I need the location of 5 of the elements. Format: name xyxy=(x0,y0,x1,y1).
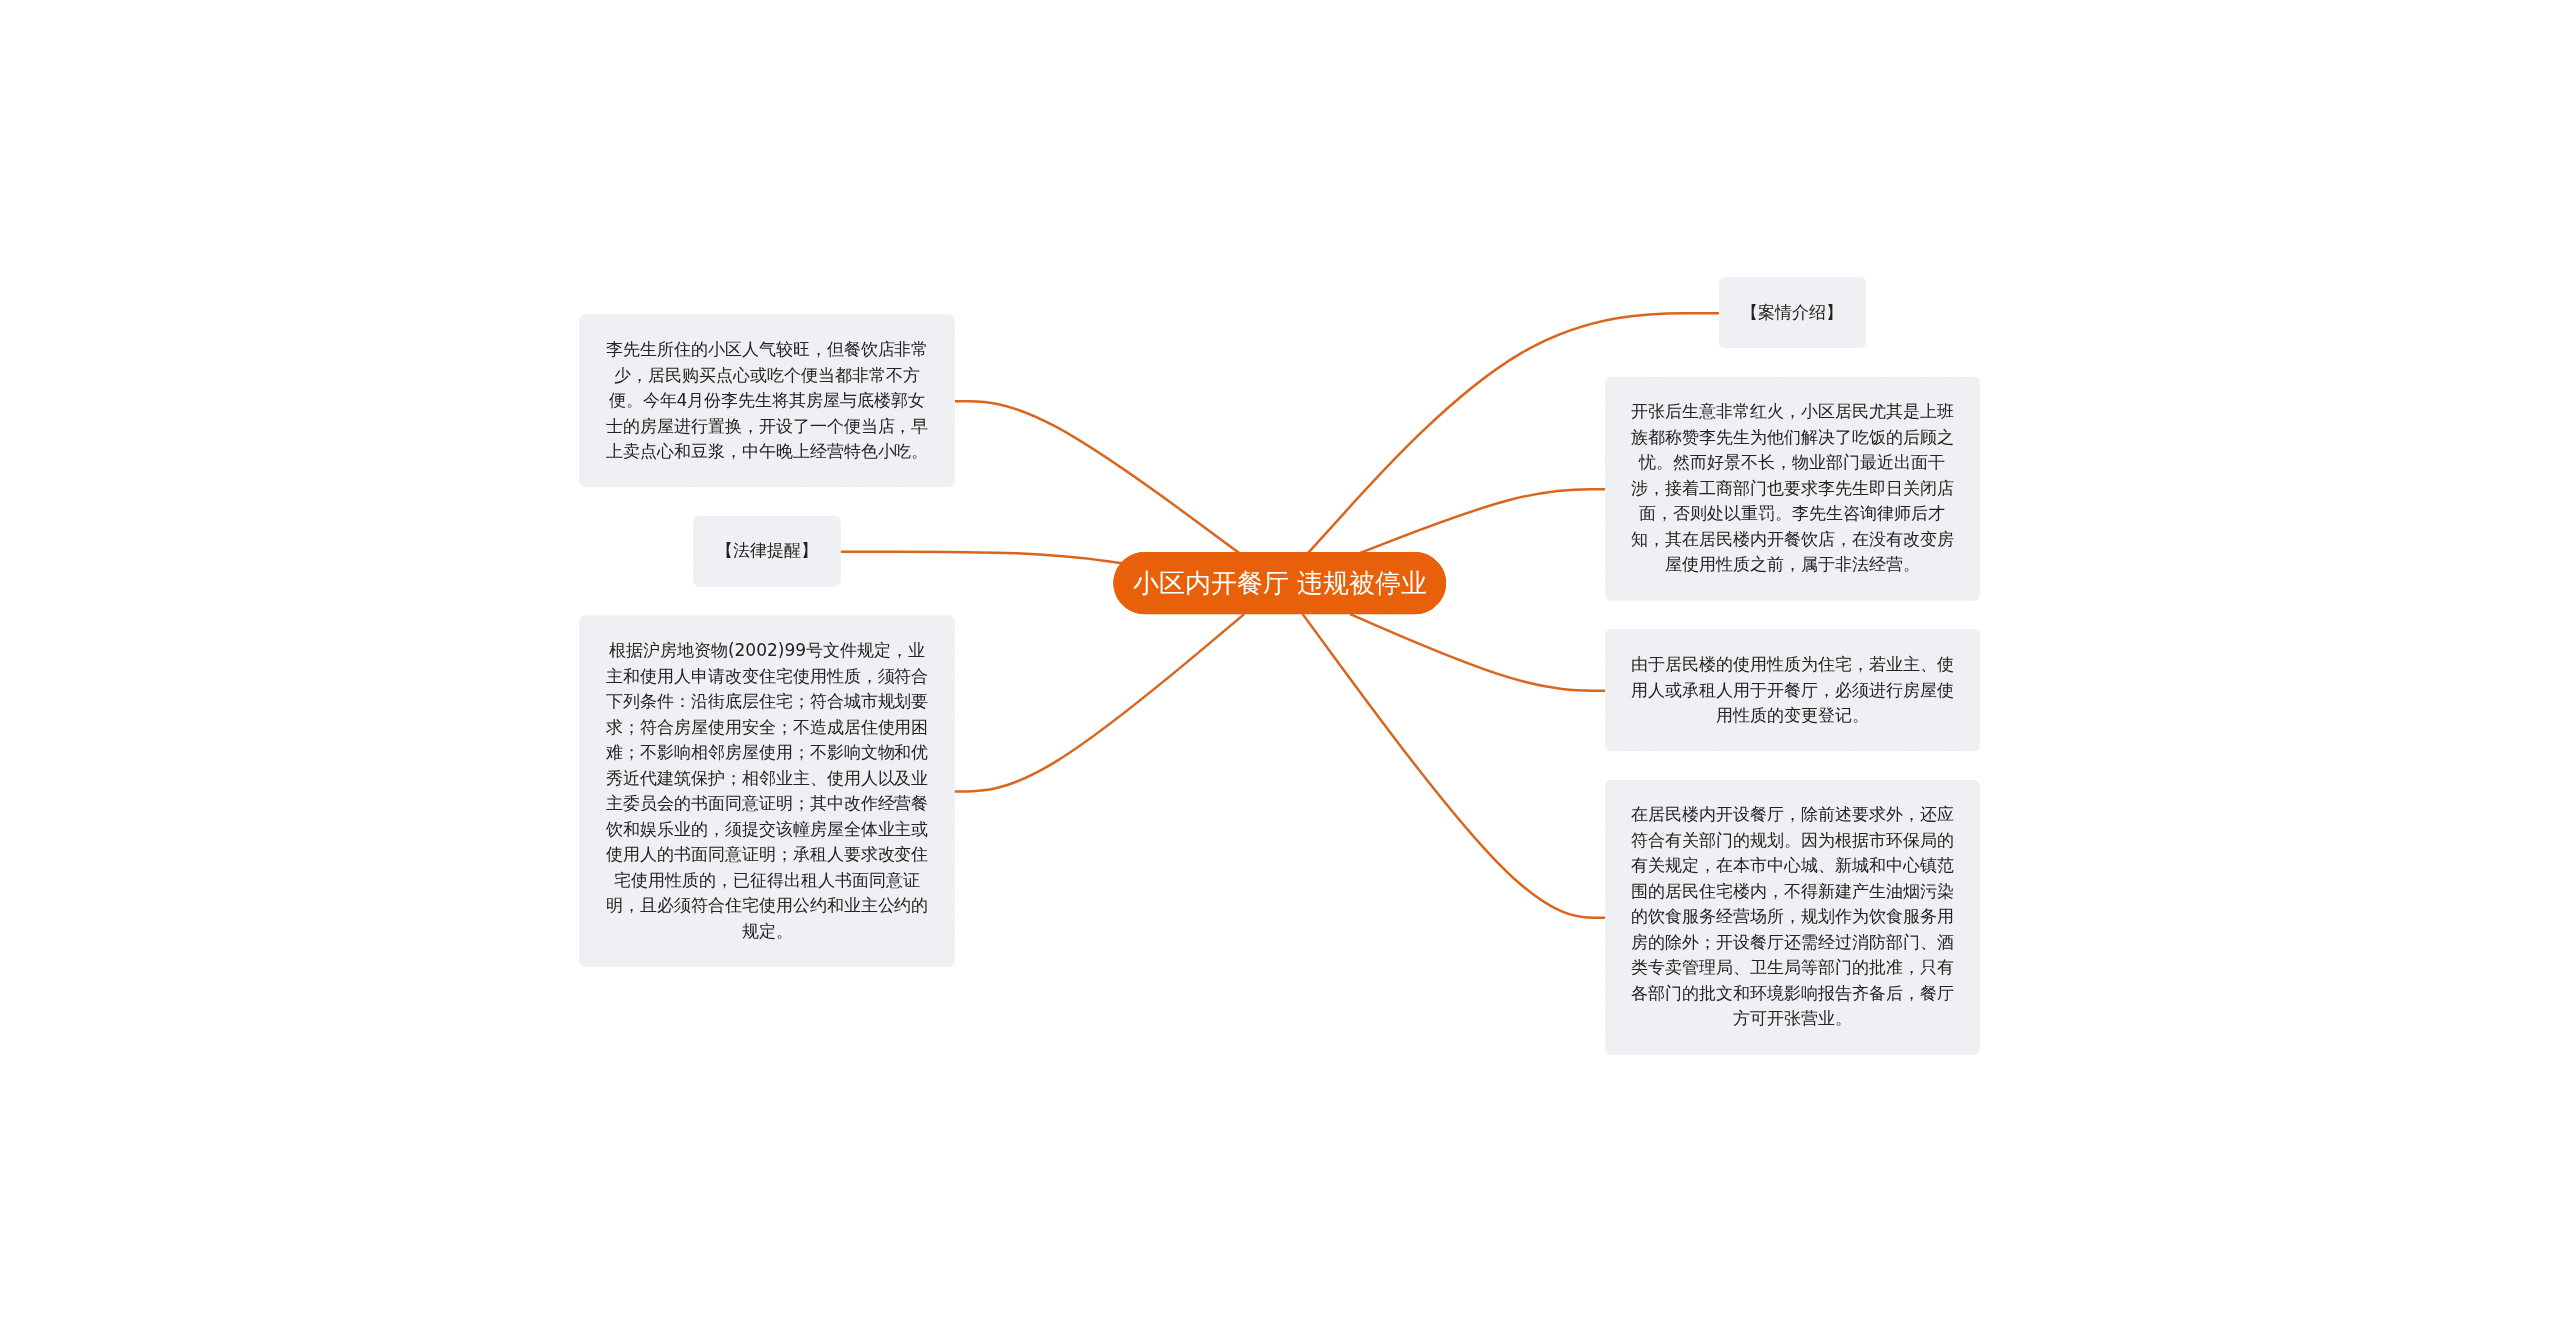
connector xyxy=(1349,612,1607,692)
connector xyxy=(1307,311,1721,554)
connector xyxy=(1301,613,1607,919)
connector xyxy=(840,550,1123,565)
connector xyxy=(954,613,1246,793)
